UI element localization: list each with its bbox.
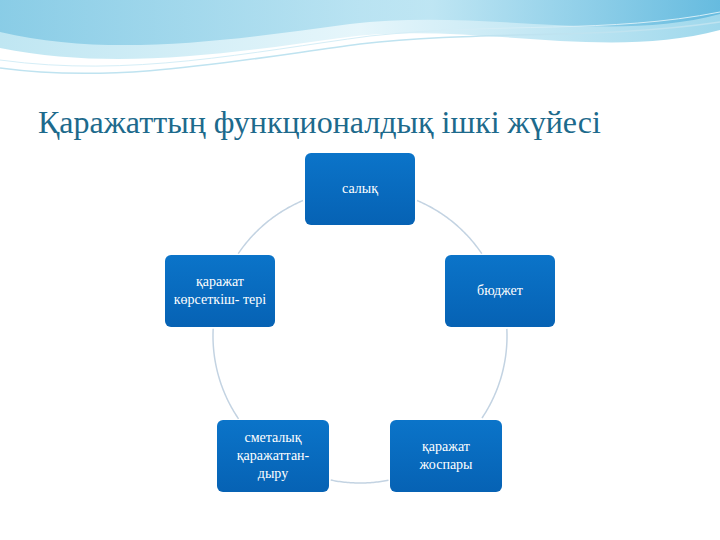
box-label: салық [342, 180, 378, 198]
box-label: қаражат жоспары [398, 438, 494, 474]
cycle-connector [331, 480, 389, 483]
process-box: сметалық қаражаттан- дыру [217, 420, 329, 492]
process-box: қаражат жоспары [390, 420, 502, 492]
process-box: қаражат көрсеткіш- тері [165, 255, 275, 327]
cycle-connector [482, 329, 507, 418]
wave [0, 0, 720, 45]
wave [0, 0, 720, 59]
cycle-connector [417, 201, 482, 254]
box-label: қаражат көрсеткіш- тері [173, 273, 267, 309]
cycle-connector [238, 201, 303, 254]
box-label: бюджет [477, 282, 523, 300]
box-label: сметалық қаражаттан- дыру [225, 429, 321, 484]
wave-line [0, 12, 720, 66]
slide-title: Қаражаттың функционалдық ішкі жүйесі [38, 104, 601, 141]
cycle-connector [213, 329, 239, 419]
process-box: салық [305, 153, 415, 225]
process-box: бюджет [445, 255, 555, 327]
